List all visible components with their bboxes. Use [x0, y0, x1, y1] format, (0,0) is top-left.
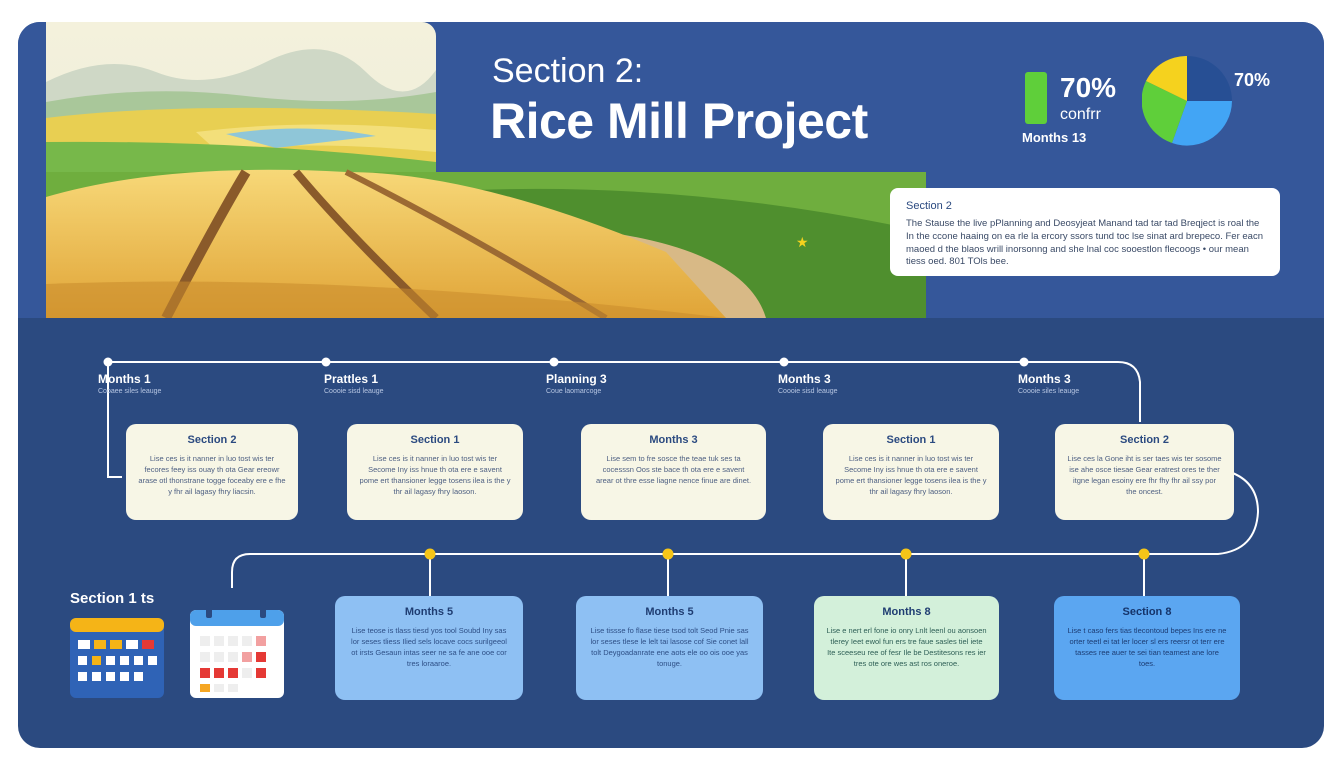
- info-card: Section 2 The Stause the live pPlanning …: [890, 188, 1280, 276]
- phase-card-body: Lise e nert erl fone io onry Lnlt leenl …: [826, 626, 987, 668]
- timeline-dot-gold: [900, 548, 912, 560]
- percent-caption: confrr: [1060, 106, 1101, 123]
- timeline-node-label: Months 1: [98, 372, 151, 386]
- hero-panel: ★ Section 2: Rice Mill Project 70% confr…: [18, 22, 1324, 318]
- phase-card-title: Section 8: [1122, 606, 1172, 618]
- timeline-dot-gold: [1138, 548, 1150, 560]
- bottom-section-label: Section 1 ts: [70, 590, 155, 607]
- phase-card-body: Lise t caso fers tias tlecontoud bepes I…: [1067, 626, 1227, 668]
- progress-bar-icon: [1025, 72, 1047, 124]
- calendar-icon: [190, 604, 284, 698]
- info-card-title: Section 2: [906, 200, 952, 212]
- timeline-node-label: Prattles 1: [324, 372, 379, 386]
- phase-card-body: Lise tissse fo flase tiese tsod tolt Seo…: [590, 626, 749, 668]
- milestone-card: Section 1 Lise ces is it nanner in luo t…: [823, 424, 999, 520]
- milestone-card-body: Lise sem to fre sosce the teae tuk ses t…: [595, 454, 752, 485]
- timeline-node-sub: Cooaee siles leauge: [98, 388, 162, 395]
- phase-card-title: Months 5: [645, 606, 694, 618]
- phase-card: Section 8 Lise t caso fers tias tleconto…: [1054, 596, 1240, 700]
- milestone-card-title: Months 3: [649, 434, 698, 446]
- info-card-body: The Stause the live pPlanning and Deosyj…: [906, 218, 1263, 268]
- timeline-dot-gold: [662, 548, 674, 560]
- milestone-card-body: Lise ces la Gone iht is ser taes wis ter…: [1067, 454, 1222, 496]
- milestone-card-body: Lise ces is it nanner in luo tost wis te…: [835, 454, 987, 496]
- timeline-dot: [321, 357, 331, 367]
- phase-card: Months 5 Lise tissse fo flase tiese tsod…: [576, 596, 763, 700]
- percent-value: 70%: [1060, 72, 1117, 103]
- milestone-card: Months 3 Lise sem to fre sosce the teae …: [581, 424, 766, 520]
- milestone-card: Section 1 Lise ces is it nanner in luo t…: [347, 424, 523, 520]
- milestone-card-title: Section 1: [886, 434, 936, 446]
- calendar-icon: [70, 618, 164, 698]
- rice-field-illustration: ★: [46, 22, 926, 318]
- phase-card: Months 5 Lise teose is tlass tiesd yos t…: [335, 596, 523, 700]
- milestone-card-body: Lise ces is it nanner in luo tost wis te…: [359, 454, 511, 496]
- timeline-dot: [549, 357, 559, 367]
- timeline-node-sub: Coooie sisd leauge: [778, 388, 838, 395]
- phase-card: Months 8 Lise e nert erl fone io onry Ln…: [814, 596, 999, 700]
- timeline-dot-gold: [424, 548, 436, 560]
- milestone-card-body: Lise ces is it nanner in luo tost wis te…: [138, 454, 286, 496]
- timeline-dot: [1019, 357, 1029, 367]
- infographic-frame: ★ Section 2: Rice Mill Project 70% confr…: [18, 22, 1324, 748]
- timeline-node-sub: Coooie siles leauge: [1018, 388, 1080, 395]
- pie-chart-icon: [1142, 56, 1232, 146]
- phase-card-title: Months 8: [882, 606, 931, 618]
- milestone-card: Section 2 Lise ces is it nanner in luo t…: [126, 424, 298, 520]
- phase-card-title: Months 5: [404, 606, 454, 618]
- timeline-dot: [103, 357, 113, 367]
- months-caption: Months 13: [1022, 130, 1087, 145]
- pie-percent: 70%: [1234, 70, 1271, 90]
- phase-card-body: Lise teose is tlass tiesd yos tool Soubd…: [351, 626, 507, 668]
- milestone-card-title: Section 1: [410, 434, 460, 446]
- milestone-card: Section 2 Lise ces la Gone iht is ser ta…: [1055, 424, 1234, 520]
- timeline-node-label: Planning 3: [546, 372, 607, 386]
- page-title: Rice Mill Project: [490, 93, 868, 149]
- timeline-node-sub: Coooie sisd leauge: [324, 388, 384, 395]
- timeline-node-label: Months 3: [1018, 372, 1071, 386]
- milestone-card-title: Section 2: [187, 434, 237, 446]
- svg-text:★: ★: [796, 235, 809, 251]
- timeline-node-sub: Coue laomarcoge: [546, 388, 602, 395]
- timeline-dot: [779, 357, 789, 367]
- timeline-connectors: [103, 357, 1260, 596]
- timeline-node-label: Months 3: [778, 372, 831, 386]
- section-label: Section 2:: [492, 52, 644, 90]
- milestone-card-title: Section 2: [1120, 434, 1169, 446]
